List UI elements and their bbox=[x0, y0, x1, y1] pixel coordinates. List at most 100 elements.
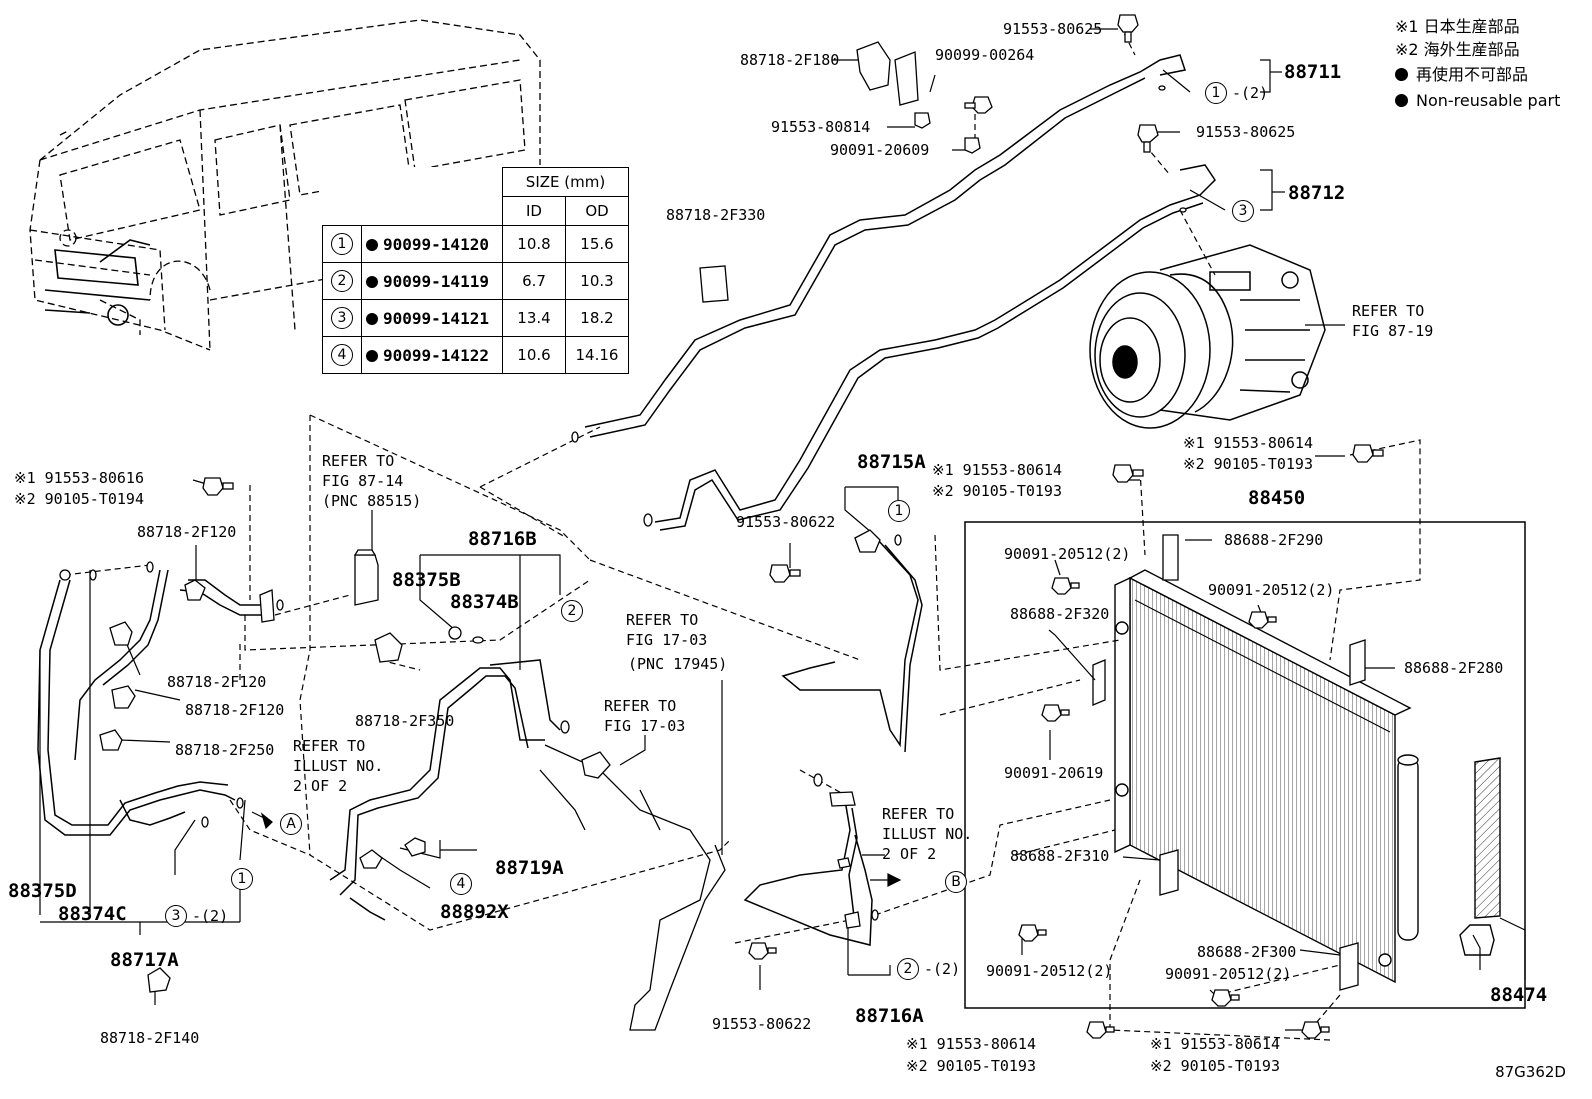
part-label-88375D[interactable]: 88375D bbox=[8, 880, 77, 902]
legend-nonreusable-en-text: Non-reusable part bbox=[1416, 91, 1561, 110]
note1-91553-80614-d[interactable]: ※1 91553-80614 bbox=[1150, 1035, 1280, 1053]
part-label-88719A[interactable]: 88719A bbox=[495, 857, 564, 879]
compressor-illustration bbox=[1089, 244, 1326, 429]
refrigerant-pipes bbox=[37, 54, 1216, 946]
row-od: 18.2 bbox=[565, 299, 629, 337]
part-label-90099-00264[interactable]: 90099-00264 bbox=[935, 46, 1035, 64]
refer-1703a-line3: (PNC 17945) bbox=[628, 655, 728, 673]
part-label-88718-2F120-b[interactable]: 88718-2F120 bbox=[167, 673, 267, 691]
refer-1703b-line2[interactable]: FIG 17-03 bbox=[604, 717, 686, 735]
part-label-88892X[interactable]: 88892X bbox=[440, 901, 509, 923]
row-part-number: 90099-14120 bbox=[383, 234, 489, 254]
part-label-90091-20512-b[interactable]: 90091-20512(2) bbox=[1208, 581, 1335, 599]
part-label-88688-2F290[interactable]: 88688-2F290 bbox=[1224, 531, 1324, 549]
oring-callout-2: 2 bbox=[897, 958, 919, 980]
oring-callout-3: 3 bbox=[165, 905, 187, 927]
legend-nonreusable-jp: 再使用不可部品 bbox=[1395, 64, 1528, 86]
callout-qty: -(2) bbox=[1232, 84, 1269, 102]
size-header: SIZE (mm) bbox=[502, 167, 629, 197]
note1-91553-80614-c[interactable]: ※1 91553-80614 bbox=[906, 1035, 1036, 1053]
note2-90105-T0193-c[interactable]: ※2 90105-T0193 bbox=[906, 1057, 1036, 1075]
part-label-88688-2F280[interactable]: 88688-2F280 bbox=[1404, 659, 1504, 677]
part-label-88718-2F120-c[interactable]: 88718-2F120 bbox=[185, 701, 285, 719]
van-front-details bbox=[44, 239, 151, 326]
refer-8719-line1: REFER TO bbox=[1352, 302, 1425, 320]
part-label-88374B[interactable]: 88374B bbox=[450, 591, 519, 613]
refer-8719-line2[interactable]: FIG 87-19 bbox=[1352, 322, 1434, 340]
part-label-88715A[interactable]: 88715A bbox=[857, 451, 926, 473]
refer-1703a-line2[interactable]: FIG 17-03 bbox=[626, 631, 708, 649]
callout-qty: -(2) bbox=[924, 960, 961, 978]
part-label-90091-20512-c[interactable]: 90091-20512(2) bbox=[986, 962, 1113, 980]
condenser-illustration bbox=[964, 521, 1526, 1009]
part-label-88718-2F120-a[interactable]: 88718-2F120 bbox=[137, 523, 237, 541]
part-label-91553-80622-b[interactable]: 91553-80622 bbox=[712, 1015, 812, 1033]
table-subheader-row: ID OD bbox=[322, 196, 629, 226]
note2-90105-T0193-b[interactable]: ※2 90105-T0193 bbox=[1183, 455, 1313, 473]
part-label-91553-80625-top[interactable]: 91553-80625 bbox=[1003, 20, 1103, 38]
part-label-90091-20512-a[interactable]: 90091-20512(2) bbox=[1004, 545, 1131, 563]
part-label-88718-2F330[interactable]: 88718-2F330 bbox=[666, 206, 766, 224]
part-label-88718-2F250[interactable]: 88718-2F250 bbox=[175, 741, 275, 759]
oring-callout-1: 1 bbox=[1205, 82, 1227, 104]
part-label-88711[interactable]: 88711 bbox=[1284, 61, 1342, 83]
refer-illust-a-line2: ILLUST NO. bbox=[293, 757, 384, 775]
part-label-88718-2F180[interactable]: 88718-2F180 bbox=[740, 51, 840, 69]
note1-91553-80614-a[interactable]: ※1 91553-80614 bbox=[932, 461, 1062, 479]
part-label-88716B[interactable]: 88716B bbox=[468, 528, 537, 550]
part-label-90091-20609[interactable]: 90091-20609 bbox=[830, 141, 930, 159]
part-label-88374C[interactable]: 88374C bbox=[58, 903, 127, 925]
note2-90105-T0193-a[interactable]: ※2 90105-T0193 bbox=[932, 482, 1062, 500]
ref-mark-B[interactable]: B bbox=[945, 871, 967, 893]
part-label-88474[interactable]: 88474 bbox=[1490, 984, 1548, 1006]
refer-illust-a-line1: REFER TO bbox=[293, 737, 366, 755]
part-label-88688-2F320[interactable]: 88688-2F320 bbox=[1010, 605, 1110, 623]
row-id: 10.6 bbox=[502, 336, 566, 374]
part-label-90091-20619[interactable]: 90091-20619 bbox=[1004, 764, 1104, 782]
nonreusable-dot-icon bbox=[366, 312, 378, 325]
refer-illust-a-line3: 2 OF 2 bbox=[293, 777, 348, 795]
reference-arrows bbox=[251, 811, 902, 887]
note2-90105-T0193-d[interactable]: ※2 90105-T0193 bbox=[1150, 1057, 1280, 1075]
refer-illust-b-line3: 2 OF 2 bbox=[882, 845, 937, 863]
part-label-88450[interactable]: 88450 bbox=[1248, 487, 1306, 509]
part-label-88718-2F140[interactable]: 88718-2F140 bbox=[100, 1029, 200, 1047]
part-label-88716A[interactable]: 88716A bbox=[855, 1005, 924, 1027]
table-row: 3 90099-14121 13.4 18.2 bbox=[322, 299, 629, 337]
part-label-88688-2F310[interactable]: 88688-2F310 bbox=[1010, 847, 1110, 865]
oring-callout-4: 4 bbox=[450, 873, 472, 895]
part-label-88375B[interactable]: 88375B bbox=[392, 569, 461, 591]
part-label-91553-80622-a[interactable]: 91553-80622 bbox=[736, 513, 836, 531]
nonreusable-dot-icon bbox=[366, 349, 378, 362]
nonreusable-dot-icon bbox=[366, 275, 378, 288]
row-part-number: 90099-14121 bbox=[383, 308, 489, 328]
ref-mark-A[interactable]: A bbox=[280, 813, 302, 835]
part-label-88712[interactable]: 88712 bbox=[1288, 182, 1346, 204]
table-header-row: SIZE (mm) bbox=[322, 167, 629, 197]
legend-nonreusable-en: Non-reusable part bbox=[1395, 90, 1560, 112]
table-row: 2 90099-14119 6.7 10.3 bbox=[322, 262, 629, 300]
oring-callout-3: 3 bbox=[1232, 200, 1254, 222]
illustration-code: 87G362D bbox=[1495, 1063, 1566, 1081]
part-label-88688-2F300[interactable]: 88688-2F300 bbox=[1197, 943, 1297, 961]
row-id: 10.8 bbox=[502, 225, 566, 263]
col-od-header: OD bbox=[565, 196, 629, 226]
legend-note-japan: ※1 日本生産部品 bbox=[1395, 17, 1520, 36]
refer-illust-b-line1: REFER TO bbox=[882, 805, 955, 823]
note1-91553-80616[interactable]: ※1 91553-80616 bbox=[14, 469, 144, 487]
part-label-88718-2F350[interactable]: 88718-2F350 bbox=[355, 712, 455, 730]
refer-8714-line2[interactable]: FIG 87-14 bbox=[322, 472, 404, 490]
part-label-91553-80625-mid[interactable]: 91553-80625 bbox=[1196, 123, 1296, 141]
small-parts bbox=[59, 14, 1384, 1039]
part-label-88717A[interactable]: 88717A bbox=[110, 949, 179, 971]
row-part-number: 90099-14119 bbox=[383, 271, 489, 291]
brackets bbox=[539, 41, 1366, 1031]
note1-91553-80614-b[interactable]: ※1 91553-80614 bbox=[1183, 434, 1313, 452]
part-label-90091-20512-d[interactable]: 90091-20512(2) bbox=[1165, 965, 1292, 983]
row-od: 10.3 bbox=[565, 262, 629, 300]
part-label-91553-80814[interactable]: 91553-80814 bbox=[771, 118, 871, 136]
refer-1703b-line1: REFER TO bbox=[604, 697, 677, 715]
row-index: 2 bbox=[331, 270, 353, 292]
note2-90105-T0194[interactable]: ※2 90105-T0194 bbox=[14, 490, 144, 508]
o-ring-size-table: SIZE (mm) ID OD 1 90099-14120 10.8 15.6 … bbox=[322, 167, 629, 374]
